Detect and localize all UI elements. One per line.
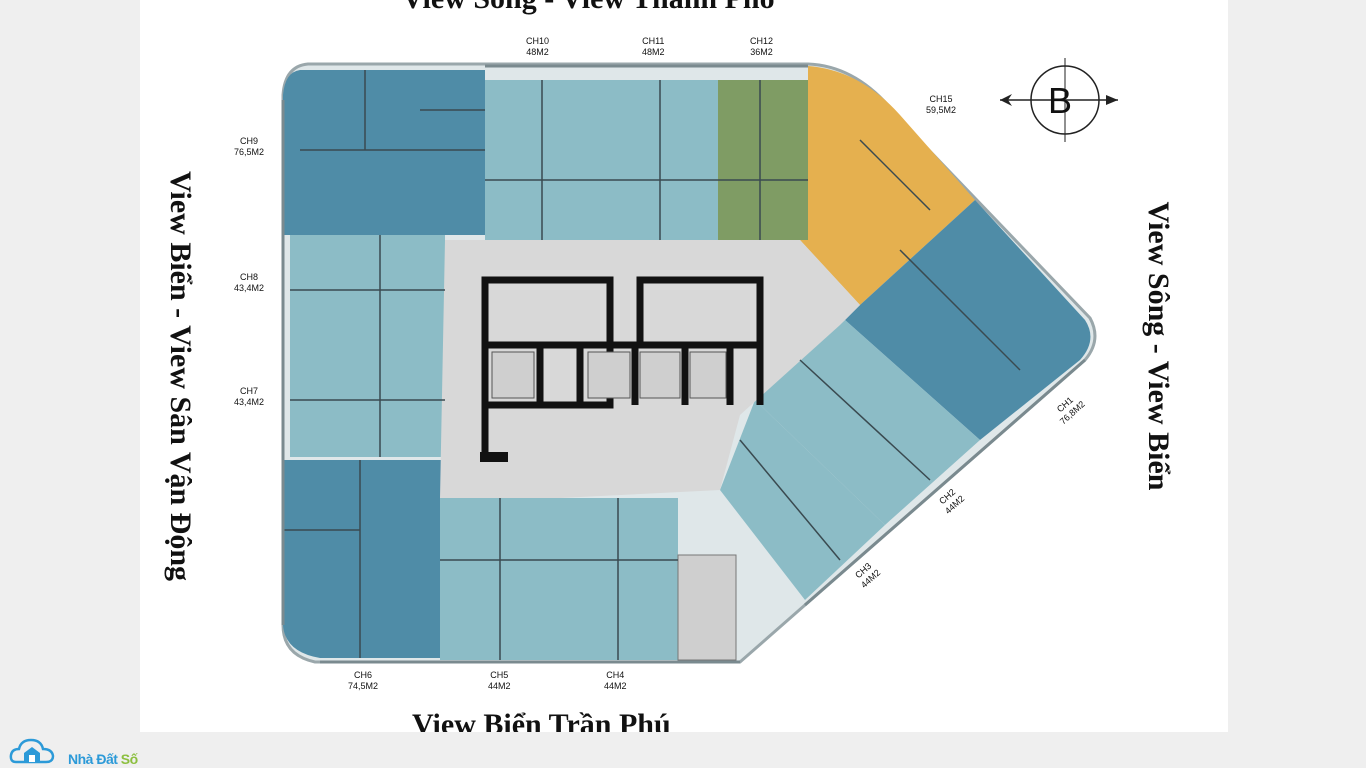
balcony-edges <box>281 64 1086 664</box>
unit-area: 48M2 <box>642 47 665 57</box>
stair-shaft-bottom <box>677 554 737 661</box>
unit-area: 44M2 <box>604 681 627 691</box>
elevator-cars <box>491 351 727 399</box>
brand-name-accent: Số <box>120 751 138 767</box>
unit-ch9-area <box>283 70 485 235</box>
view-label-bottom: View Biển Trần Phú <box>412 708 671 732</box>
unit-code: CH4 <box>606 670 625 680</box>
unit-label-ch9: CH9 76,5M2 <box>234 136 264 158</box>
unit-area: 48M2 <box>526 47 549 57</box>
unit-area: 59,5M2 <box>926 105 957 115</box>
unit-area: 43,4M2 <box>234 397 265 407</box>
brand-logo-icon <box>9 738 55 764</box>
unit-label-ch15: CH15 59,5M2 <box>926 94 956 116</box>
unit-ch3-area <box>720 400 885 600</box>
unit-code: CH11 <box>642 36 665 46</box>
unit-area: 76,5M2 <box>234 147 265 157</box>
unit-ch11-area <box>600 80 718 240</box>
unit-code: CH12 <box>750 36 774 46</box>
interior-walls <box>283 70 1021 660</box>
unit-code: CH5 <box>490 670 509 680</box>
unit-label-ch5: CH5 44M2 <box>488 670 511 692</box>
unit-area: 43,4M2 <box>234 283 265 293</box>
unit-ch1-area <box>845 200 1091 440</box>
unit-code: CH15 <box>929 94 953 104</box>
unit-label-ch7: CH7 43,4M2 <box>234 386 264 408</box>
unit-label-ch6: CH6 74,5M2 <box>348 670 378 692</box>
unit-code: CH10 <box>526 36 550 46</box>
view-label-top: View Sông - View Thành Phố <box>402 0 775 16</box>
unit-ch15-area <box>800 66 975 305</box>
unit-ch4-area <box>560 498 678 660</box>
compass-rose <box>1000 58 1118 142</box>
unit-area: 36M2 <box>750 47 773 57</box>
floor-plan-canvas: View Sông - View Thành Phố View Biển Trầ… <box>140 0 1228 732</box>
unit-label-ch11: CH11 48M2 <box>642 36 665 58</box>
unit-area: 74,5M2 <box>348 681 379 691</box>
brand-logo-text: Nhà Đất Số <box>68 751 138 767</box>
unit-label-ch8: CH8 43,4M2 <box>234 272 264 294</box>
unit-label-ch12: CH12 36M2 <box>750 36 773 58</box>
unit-ch7-area <box>290 345 445 457</box>
core-column <box>480 452 508 462</box>
brand-name-main: Nhà Đất <box>68 751 118 767</box>
unit-code: CH6 <box>354 670 373 680</box>
unit-area: 44M2 <box>488 681 511 691</box>
unit-label-ch10: CH10 48M2 <box>526 36 549 58</box>
unit-code: CH8 <box>240 272 259 282</box>
unit-code: CH9 <box>240 136 259 146</box>
compass-letter: B <box>1048 80 1073 121</box>
core-walls <box>481 276 764 460</box>
unit-ch12-area <box>718 80 808 240</box>
floor-plan <box>281 58 1118 664</box>
unit-label-ch4: CH4 44M2 <box>604 670 627 692</box>
unit-code: CH7 <box>240 386 259 396</box>
unit-ch6-area <box>283 460 443 658</box>
